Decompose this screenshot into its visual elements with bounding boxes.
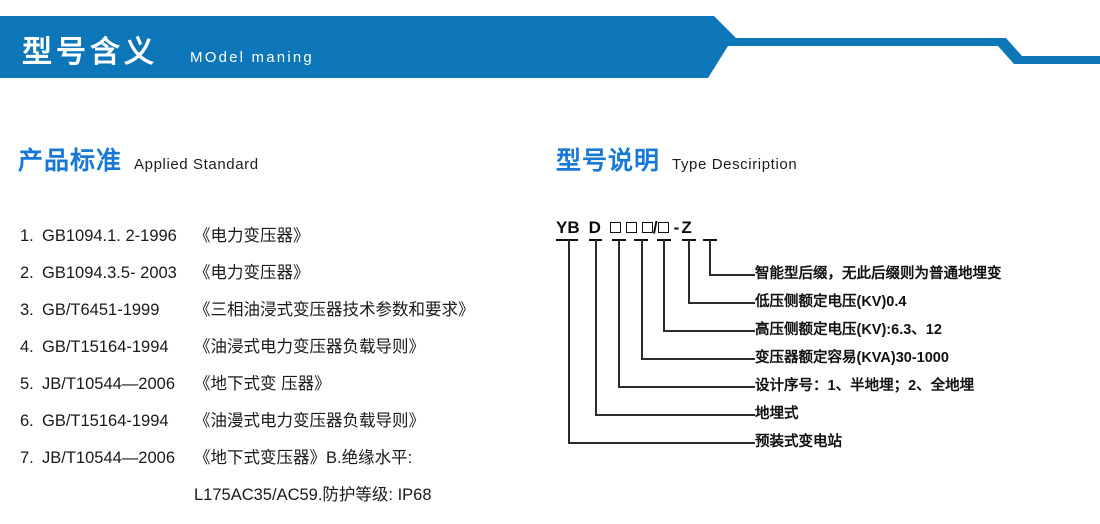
- list-item: 2. GB1094.3.5- 2003 《电力变压器》: [20, 255, 540, 292]
- list-item-code: JB/T10544—2006: [42, 375, 176, 393]
- section-heading-applied-standard: 产品标准 Applied Standard: [18, 141, 259, 177]
- leader-vertical-d: [595, 240, 597, 416]
- type-label-high-voltage: 高压侧额定电压(KV):6.3、12: [755, 322, 942, 338]
- list-item: 7. JB/T10544—2006 《地下式变压器》B.绝缘水平:: [20, 440, 540, 477]
- code-token-d: D: [588, 218, 601, 237]
- code-token-z: Z: [681, 218, 692, 237]
- banner-subtitle: MOdel maning: [190, 49, 314, 66]
- list-item: 1. GB1094.1. 2-1996 《电力变压器》: [20, 218, 540, 255]
- list-item: 3. GB/T6451-1999 《三相油浸式变压器技术参数和要求》: [20, 292, 540, 329]
- list-item-name: 《油漫式电力变压器负载导则》: [194, 412, 425, 430]
- code-box-3-icon: [641, 222, 653, 233]
- code-tick-box3: [657, 239, 671, 241]
- code-box-4-icon: [657, 222, 669, 233]
- applied-standard-list: 1. GB1094.1. 2-1996 《电力变压器》 2. GB1094.3.5- …: [20, 218, 540, 514]
- code-token-yb: YB: [556, 218, 580, 237]
- type-label-prefab-substation: 预装式变电站: [755, 434, 842, 450]
- leader-horizontal-z: [709, 274, 755, 276]
- leader-horizontal-box2: [641, 358, 755, 360]
- list-item: 6. GB/T15164-1994 《油漫式电力变压器负载导则》: [20, 403, 540, 440]
- list-item-name: 《电力变压器》: [194, 227, 310, 245]
- list-item-number: 6.: [20, 412, 34, 430]
- list-item-number: 2.: [20, 264, 34, 282]
- list-item-code: GB/T6451-1999: [42, 301, 160, 319]
- list-item-continuation: L175AC35/AC59.防护等级: IP68: [20, 477, 540, 514]
- section-heading-en: Applied Standard: [134, 156, 259, 173]
- type-label-smart-suffix: 智能型后缀，无此后缀则为普通地埋变: [755, 266, 1002, 282]
- leader-vertical-box3: [663, 240, 665, 332]
- type-label-design-serial: 设计序号：1、半地埋；2、全地埋: [755, 378, 975, 394]
- code-tick-d: [589, 239, 602, 241]
- list-item-name: 《地下式变压器》B.绝缘水平:: [194, 449, 413, 467]
- code-box-1-icon: [609, 222, 621, 233]
- list-item: 5. JB/T10544—2006 《地下式变 压器》: [20, 366, 540, 403]
- list-item-number: 3.: [20, 301, 34, 319]
- section-heading-en: Type Desciription: [672, 156, 798, 173]
- page-banner: 型号含义 MOdel maning: [0, 16, 1100, 78]
- type-label-buried-type: 地埋式: [755, 406, 799, 422]
- code-tick-box1: [612, 239, 626, 241]
- leader-vertical-z: [709, 240, 711, 276]
- leader-vertical-box2: [641, 240, 643, 360]
- list-item-name: 《油浸式电力变压器负载导则》: [194, 338, 425, 356]
- list-item-number: 7.: [20, 449, 34, 467]
- model-code-string: YB D /-Z: [556, 218, 692, 238]
- list-item-number: 1.: [20, 227, 34, 245]
- leader-horizontal-d: [595, 414, 755, 416]
- leader-vertical-box4: [688, 240, 690, 304]
- list-item-code: GB1094.3.5- 2003: [42, 264, 177, 282]
- list-item-code: GB/T15164-1994: [42, 412, 169, 430]
- list-item-name: 《地下式变 压器》: [194, 375, 331, 393]
- banner-title: 型号含义: [22, 36, 158, 69]
- section-heading-cn: 产品标准: [18, 147, 123, 175]
- list-item-code: GB/T15164-1994: [42, 338, 169, 356]
- section-heading-type-description: 型号说明 Type Desciription: [556, 141, 797, 177]
- code-box-2-icon: [625, 222, 637, 233]
- list-item-code: JB/T10544—2006: [42, 449, 176, 467]
- type-label-rated-capacity: 变压器额定容易(KVA)30-1000: [755, 350, 949, 366]
- code-tick-box4: [682, 239, 696, 241]
- list-item-code: GB1094.1. 2-1996: [42, 227, 177, 245]
- code-token-slash: /: [652, 218, 658, 237]
- code-tick-yb: [556, 239, 578, 241]
- leader-vertical-box1: [618, 240, 620, 388]
- list-item-number: 4.: [20, 338, 34, 356]
- code-tick-z: [703, 239, 717, 241]
- leader-horizontal-yb: [568, 442, 755, 444]
- leader-horizontal-box4: [688, 302, 755, 304]
- list-item-name: 《三相油浸式变压器技术参数和要求》: [194, 301, 475, 319]
- banner-shape-icon: [0, 16, 1100, 78]
- list-item-name: 《电力变压器》: [194, 264, 310, 282]
- leader-horizontal-box1: [618, 386, 755, 388]
- list-item-name: L175AC35/AC59.防护等级: IP68: [194, 486, 432, 504]
- list-item-number: 5.: [20, 375, 34, 393]
- section-heading-cn: 型号说明: [556, 147, 661, 175]
- code-tick-box2: [634, 239, 648, 241]
- list-item: 4. GB/T15164-1994 《油浸式电力变压器负载导则》: [20, 329, 540, 366]
- code-token-dash: -: [673, 218, 680, 237]
- type-label-low-voltage: 低压侧额定电压(KV)0.4: [755, 294, 907, 310]
- leader-vertical-yb: [568, 240, 570, 444]
- leader-horizontal-box3: [663, 330, 755, 332]
